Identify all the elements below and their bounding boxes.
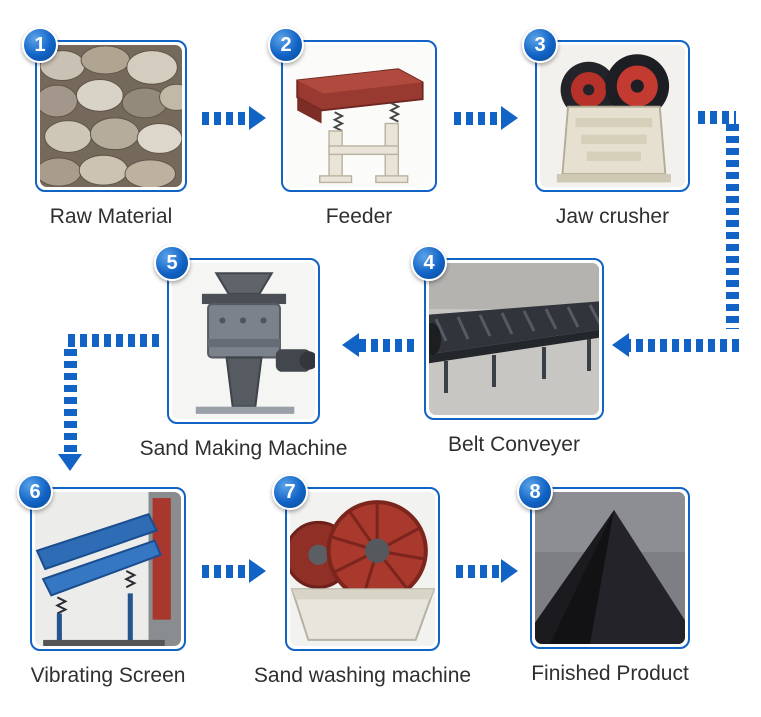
step-8-finished-product: 8 Finished Product xyxy=(517,474,690,685)
step-1-raw-material: 1 Raw Material xyxy=(22,27,187,228)
vibrating-screen-photo xyxy=(35,492,181,646)
step-1-label: Raw Material xyxy=(49,205,173,228)
finished-product-photo xyxy=(535,492,685,644)
step-5-label: Sand Making Machine xyxy=(139,437,348,460)
step-4-belt-conveyer: 4 Belt Conveyer xyxy=(411,245,604,456)
step-1-badge: 1 xyxy=(22,27,58,63)
step-4-label: Belt Conveyer xyxy=(448,433,580,456)
step-7-sand-washing-machine: 7 Sand washing machine xyxy=(254,474,471,687)
step-7-card xyxy=(285,487,440,651)
belt-conveyer-photo xyxy=(429,263,599,415)
step-8-badge: 8 xyxy=(517,474,553,510)
step-7-label: Sand washing machine xyxy=(253,664,472,687)
flow-arrow-4-to-5 xyxy=(342,332,414,358)
step-2-badge: 2 xyxy=(268,27,304,63)
raw-material-image xyxy=(40,45,182,187)
step-3-jaw-crusher: 3 Jaw crusher xyxy=(522,27,690,228)
flow-arrow-1-to-2 xyxy=(202,105,266,131)
jaw-crusher-image xyxy=(540,45,685,187)
raw-material-photo xyxy=(40,45,182,187)
step-8-label: Finished Product xyxy=(531,662,689,685)
step-4-card xyxy=(424,258,604,420)
finished-product-image xyxy=(535,492,685,644)
step-1-card xyxy=(35,40,187,192)
step-6-card xyxy=(30,487,186,651)
step-5-sand-making-machine: 5 Sand Making Machine xyxy=(140,245,347,460)
flow-connector-3-horizontal xyxy=(698,111,736,124)
sand-making-machine-image xyxy=(172,263,315,419)
step-6-badge: 6 xyxy=(17,474,53,510)
step-2-card xyxy=(281,40,437,192)
step-4-badge: 4 xyxy=(411,245,447,281)
step-3-card xyxy=(535,40,690,192)
step-6-label: Vibrating Screen xyxy=(30,664,186,687)
step-5-badge: 5 xyxy=(154,245,190,281)
feeder-photo xyxy=(286,45,432,187)
flow-arrow-7-to-8 xyxy=(456,558,518,584)
sand-washing-machine-photo xyxy=(290,492,435,646)
feeder-image xyxy=(286,45,432,187)
jaw-crusher-photo xyxy=(540,45,685,187)
belt-conveyer-image xyxy=(429,263,599,415)
step-5-card xyxy=(167,258,320,424)
step-3-label: Jaw crusher xyxy=(555,205,670,228)
sand-washing-machine-image xyxy=(290,492,435,646)
step-8-card xyxy=(530,487,690,649)
step-6-vibrating-screen: 6 Vibrating Screen xyxy=(17,474,186,687)
vibrating-screen-image xyxy=(35,492,181,646)
step-3-badge: 3 xyxy=(522,27,558,63)
flow-arrow-3-to-4 xyxy=(612,332,739,358)
flow-connector-5-horizontal xyxy=(68,334,164,347)
flow-arrow-5-to-6 xyxy=(57,349,83,471)
flow-arrow-6-to-7 xyxy=(202,558,266,584)
flow-arrow-2-to-3 xyxy=(454,105,518,131)
step-7-badge: 7 xyxy=(272,474,308,510)
sand-making-machine-photo xyxy=(172,263,315,419)
step-2-feeder: 2 Feeder xyxy=(268,27,437,228)
flow-connector-3-vertical xyxy=(726,124,739,329)
step-2-label: Feeder xyxy=(325,205,393,228)
